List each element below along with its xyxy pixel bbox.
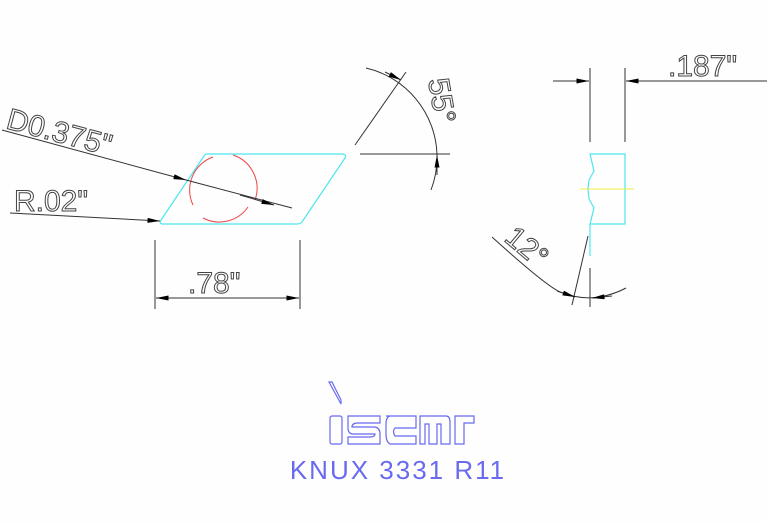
- insert-side-view: .187" 12°: [491, 50, 767, 307]
- length-dimension: .78": [154, 240, 301, 309]
- insert-top-view: [159, 153, 347, 225]
- radius-dimension: R.02": [9, 185, 161, 223]
- clearance-label: 12°: [499, 220, 555, 274]
- thickness-label: .187": [668, 50, 737, 83]
- inscribed-circle-arc: [232, 154, 258, 201]
- length-label: .78": [188, 267, 240, 300]
- diameter-label: D0.375": [3, 103, 115, 163]
- part-number: KNUX 3331 R11: [290, 455, 506, 485]
- angle-label: 55°: [421, 75, 461, 125]
- inscribed-circle-arc: [202, 206, 249, 223]
- iscar-logo: iscar: [327, 381, 475, 445]
- angle-dimension: 55°: [354, 67, 462, 191]
- radius-label: R.02": [14, 185, 88, 218]
- inscribed-circle-arc: [189, 156, 214, 206]
